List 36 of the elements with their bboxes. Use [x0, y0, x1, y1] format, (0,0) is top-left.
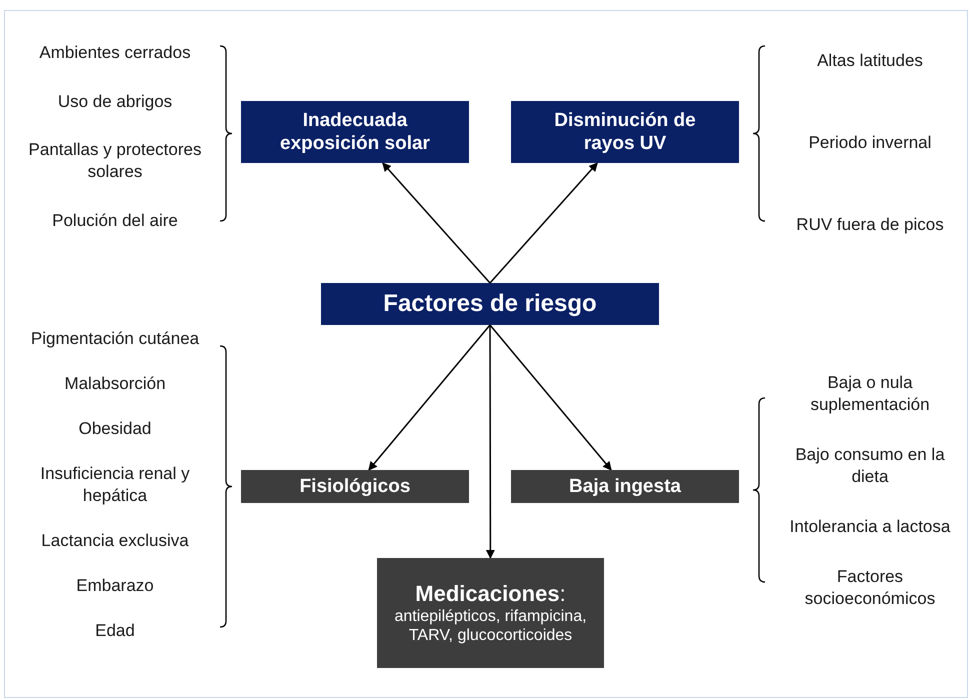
factor-text: Baja o nula suplementación — [809, 372, 931, 416]
category-box — [511, 101, 739, 163]
factor-text: Ambientes cerrados — [39, 42, 191, 64]
category-box — [321, 283, 659, 325]
arrow — [486, 325, 495, 559]
category-box — [511, 470, 739, 503]
box-title: Medicaciones: — [415, 581, 566, 607]
factor-text: Embarazo — [76, 575, 154, 597]
factor-text: Intolerancia a lactosa — [790, 516, 950, 538]
box-title: Baja ingesta — [569, 475, 681, 498]
arrow — [368, 324, 491, 471]
factor-text: Periodo invernal — [808, 132, 932, 154]
factor-text: Insuficiencia renal y hepática — [39, 463, 191, 507]
factor-text: Factores socioeconómicos — [804, 566, 936, 610]
arrow — [489, 324, 612, 471]
factor-text: RUV fuera de picos — [796, 214, 944, 236]
category-box — [241, 470, 469, 503]
factor-text: Altas latitudes — [817, 50, 923, 72]
box-title: Factores de riesgo — [383, 289, 597, 319]
factor-text: Pigmentación cutánea — [30, 328, 200, 350]
factor-text: Bajo consumo en la dieta — [794, 444, 946, 488]
factor-text: Obesidad — [78, 418, 152, 440]
factor-text: Malabsorción — [64, 373, 166, 395]
arrow — [489, 162, 598, 284]
box-title: Inadecuada exposición solar — [279, 109, 431, 155]
factor-text: Lactancia exclusiva — [41, 530, 189, 552]
factor-text: Pantallas y protectores solares — [28, 139, 202, 184]
factor-text: Edad — [95, 620, 135, 642]
category-box — [377, 558, 604, 668]
factor-text: Polución del aire — [52, 210, 178, 232]
box-title: Disminución de rayos UV — [553, 109, 697, 155]
category-box — [241, 101, 469, 163]
box-title: Fisiológicos — [300, 475, 410, 498]
box-text: antiepilépticos, rifampicina, TARV, glucocorticoides — [393, 607, 588, 645]
arrow — [382, 162, 491, 284]
factor-text: Uso de abrigos — [58, 90, 172, 113]
